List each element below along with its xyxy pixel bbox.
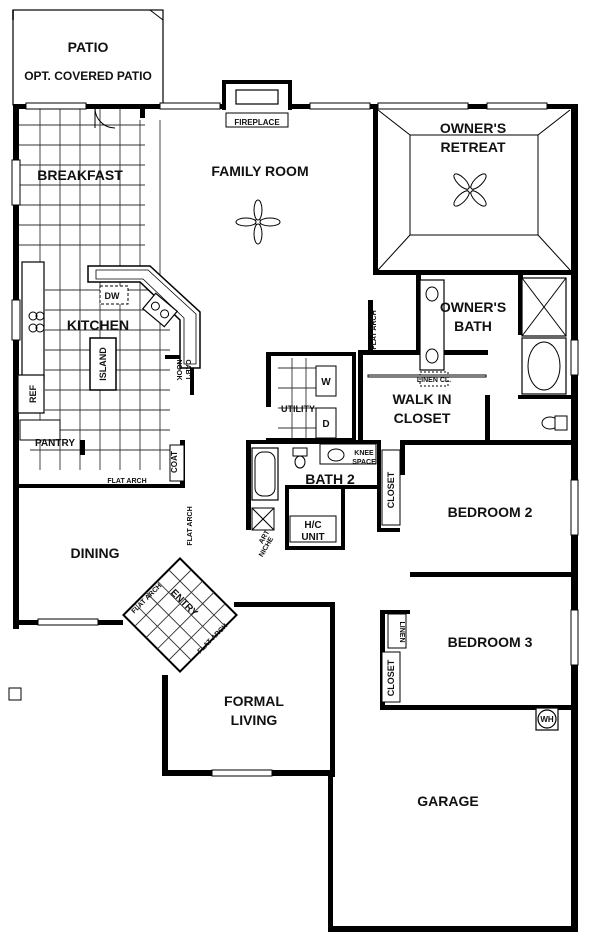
tray-ceiling bbox=[377, 109, 571, 271]
windows bbox=[11, 102, 579, 777]
label-pantry: PANTRY bbox=[35, 438, 75, 449]
label-owners-retreat-line2: RETREAT bbox=[440, 139, 506, 155]
label-breakfast: BREAKFAST bbox=[37, 167, 123, 183]
label-walk-in-closet-line2: CLOSET bbox=[394, 410, 451, 426]
label-washer: W bbox=[321, 377, 331, 388]
label-walk-in-closet-line1: WALK IN bbox=[392, 391, 451, 407]
label-patio: PATIO bbox=[68, 39, 109, 55]
label-formal-living-line2: LIVING bbox=[231, 712, 278, 728]
label-hc-unit-line2: UNIT bbox=[301, 532, 324, 543]
label-owners-bath-line2: BATH bbox=[454, 318, 492, 334]
bath2-fixtures bbox=[251, 443, 377, 501]
label-nook-cabinet-1: NOOK bbox=[175, 360, 182, 381]
label-closet-bedroom3: CLOSET bbox=[386, 659, 396, 696]
label-water-heater: WH bbox=[540, 715, 554, 724]
closet-shelves bbox=[169, 365, 487, 703]
patio-area bbox=[12, 9, 164, 106]
label-island: ISLAND bbox=[98, 347, 108, 381]
label-knee-space-line2: SPACE bbox=[352, 459, 376, 466]
label-flat-arch-family: FLAT ARCH bbox=[371, 310, 378, 349]
label-fireplace: FIREPLACE bbox=[234, 118, 280, 127]
label-linen-closet: LINEN CL. bbox=[417, 377, 451, 384]
entry-tile-grid bbox=[122, 557, 238, 673]
label-hc-unit-line1: H/C bbox=[304, 520, 321, 531]
label-flat-arch-kitchen: FLAT ARCH bbox=[107, 478, 146, 485]
label-linen: LINEN bbox=[398, 622, 405, 643]
label-owners-bath-line1: OWNER'S bbox=[440, 299, 506, 315]
label-bedroom2: BEDROOM 2 bbox=[448, 504, 533, 520]
label-kitchen: KITCHEN bbox=[67, 317, 129, 333]
ceiling-fan-icon bbox=[453, 173, 487, 207]
owners-bath-fixtures bbox=[419, 277, 568, 431]
label-dw: DW bbox=[105, 291, 120, 301]
label-bedroom3: BEDROOM 3 bbox=[448, 634, 533, 650]
label-closet-bedroom2: CLOSET bbox=[386, 471, 396, 508]
label-family-room: FAMILY ROOM bbox=[211, 163, 308, 179]
label-dryer: D bbox=[322, 419, 329, 430]
label-opt-covered-patio: OPT. COVERED PATIO bbox=[24, 69, 152, 83]
label-garage: GARAGE bbox=[417, 793, 478, 809]
label-coat: COAT bbox=[170, 451, 179, 473]
label-nook-cabinet-2: CAB'T bbox=[184, 359, 191, 381]
hose-bib-icon bbox=[8, 687, 22, 701]
utility-tile-grid bbox=[278, 358, 318, 440]
label-flat-arch-dining: FLAT ARCH bbox=[187, 506, 194, 545]
water-heater bbox=[535, 707, 559, 731]
label-owners-retreat-line1: OWNER'S bbox=[440, 120, 506, 136]
label-ref: REF bbox=[28, 384, 38, 403]
label-formal-living-line1: FORMAL bbox=[224, 693, 284, 709]
kitchen-counters bbox=[17, 261, 201, 441]
label-bath2: BATH 2 bbox=[305, 471, 355, 487]
label-knee-space-line1: KNEE bbox=[354, 450, 374, 457]
label-utility: UTILITY bbox=[281, 404, 315, 414]
ceiling-fan-icon bbox=[235, 199, 281, 245]
label-dining: DINING bbox=[71, 545, 120, 561]
